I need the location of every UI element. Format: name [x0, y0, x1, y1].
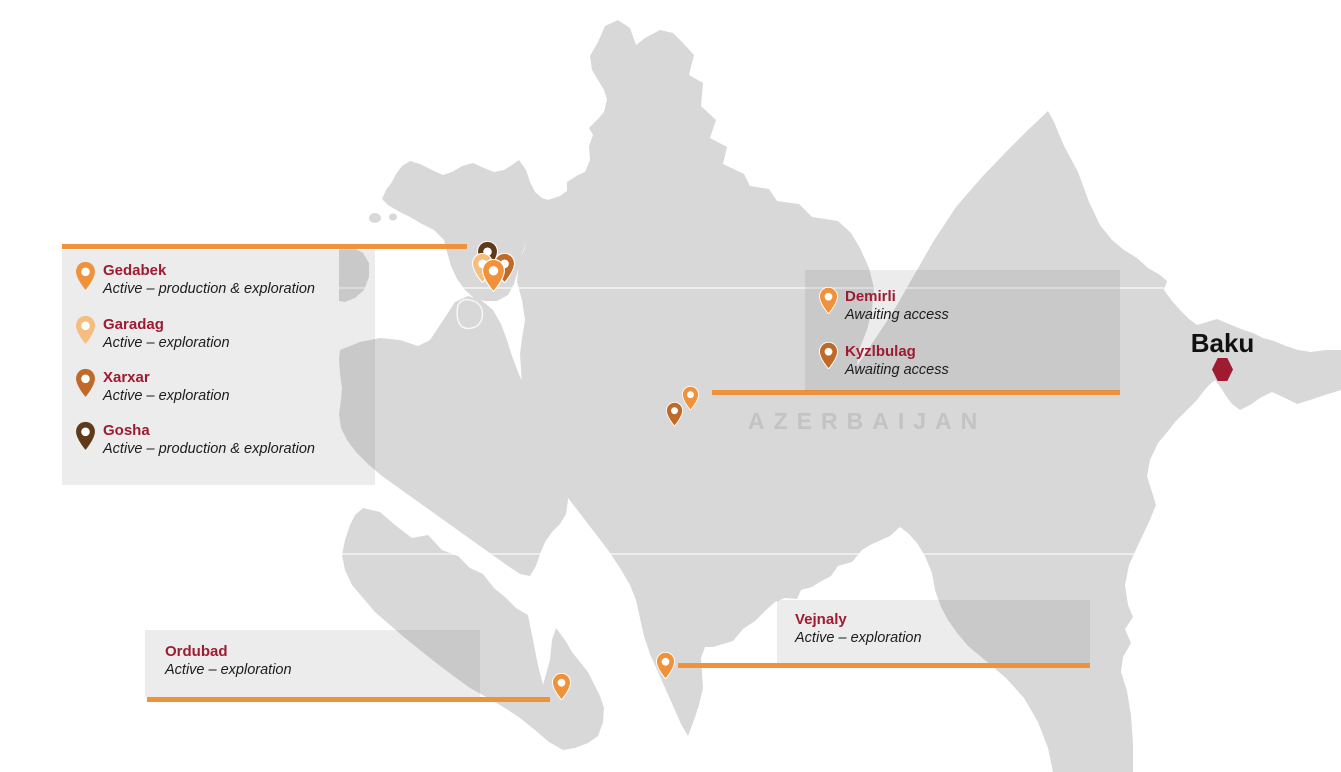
legend-text: Ordubad Active – exploration	[165, 642, 292, 680]
demirli-map-pin	[681, 385, 699, 410]
connector-line-ordubad	[147, 697, 550, 702]
nakhchivan-silhouette	[342, 508, 604, 750]
mainland-silhouette	[382, 20, 1341, 772]
xarxar-pin-icon	[75, 368, 96, 398]
site-name: Vejnaly	[795, 611, 847, 628]
caspian-island-1	[1059, 630, 1085, 658]
caspian-island-2	[1097, 683, 1109, 697]
capital-label: Baku	[1190, 328, 1255, 358]
legend-box-central: Demirli Awaiting access Kyzlbulag Awaiti…	[805, 270, 1120, 391]
gedabek-map-pin	[481, 259, 505, 292]
kyzlbulag-pin-icon	[819, 342, 838, 369]
legend-text: Demirli Awaiting access	[845, 287, 949, 325]
legend-text: Garadag Active – exploration	[103, 315, 230, 353]
legend-text: Gedabek Active – production & exploratio…	[103, 261, 315, 299]
capital-hexagon-marker	[1212, 358, 1233, 381]
gedabek-pin-icon	[75, 261, 96, 291]
site-status: Active – exploration	[103, 388, 230, 404]
site-status: Active – exploration	[795, 630, 922, 646]
legend-item-gosha: Gosha Active – production & exploration	[75, 421, 315, 459]
country-label: AZERBAIJAN	[748, 408, 987, 434]
site-status: Active – exploration	[103, 335, 230, 351]
kyzlbulag-map-pin	[665, 401, 683, 426]
connector-line-vejnaly	[678, 663, 1090, 668]
site-name: Garadag	[103, 316, 164, 333]
site-status: Awaiting access	[845, 307, 949, 323]
legend-box-northwest: Gedabek Active – production & exploratio…	[62, 250, 375, 485]
legend-item-xarxar: Xarxar Active – exploration	[75, 368, 230, 406]
site-name: Gosha	[103, 422, 150, 439]
legend-box-ordubad: Ordubad Active – exploration	[145, 630, 480, 697]
gosha-pin-icon	[75, 421, 96, 451]
connector-line-northwest	[62, 244, 467, 249]
guide-line-lower	[0, 553, 1341, 555]
site-name: Kyzlbulag	[845, 343, 916, 360]
ordubad-map-pin	[551, 673, 571, 700]
legend-box-vejnaly: Vejnaly Active – exploration	[777, 600, 1090, 663]
legend-text: Kyzlbulag Awaiting access	[845, 342, 949, 380]
site-name: Demirli	[845, 288, 896, 305]
connector-line-central	[712, 390, 1120, 395]
capital-marker-group: Baku	[1160, 330, 1285, 381]
legend-text: Gosha Active – production & exploration	[103, 421, 315, 459]
guide-line-upper	[0, 287, 1341, 289]
site-name: Ordubad	[165, 643, 228, 660]
vejnaly-map-pin	[655, 652, 675, 679]
legend-item-demirli: Demirli Awaiting access	[819, 287, 949, 325]
legend-item-kyzlbulag: Kyzlbulag Awaiting access	[819, 342, 949, 380]
legend-text: Vejnaly Active – exploration	[795, 610, 922, 648]
legend-item-garadag: Garadag Active – exploration	[75, 315, 230, 353]
site-status: Active – exploration	[165, 662, 292, 678]
reservoir-outline	[456, 298, 484, 330]
site-status: Active – production & exploration	[103, 441, 315, 457]
site-name: Xarxar	[103, 369, 150, 386]
islet-1	[369, 213, 381, 223]
site-status: Awaiting access	[845, 362, 949, 378]
demirli-pin-icon	[819, 287, 838, 314]
site-status: Active – production & exploration	[103, 281, 315, 297]
legend-item-gedabek: Gedabek Active – production & exploratio…	[75, 261, 315, 299]
legend-text: Xarxar Active – exploration	[103, 368, 230, 406]
islet-2	[389, 213, 397, 221]
garadag-pin-icon	[75, 315, 96, 345]
west-region-silhouette	[339, 296, 568, 576]
site-name: Gedabek	[103, 262, 167, 279]
